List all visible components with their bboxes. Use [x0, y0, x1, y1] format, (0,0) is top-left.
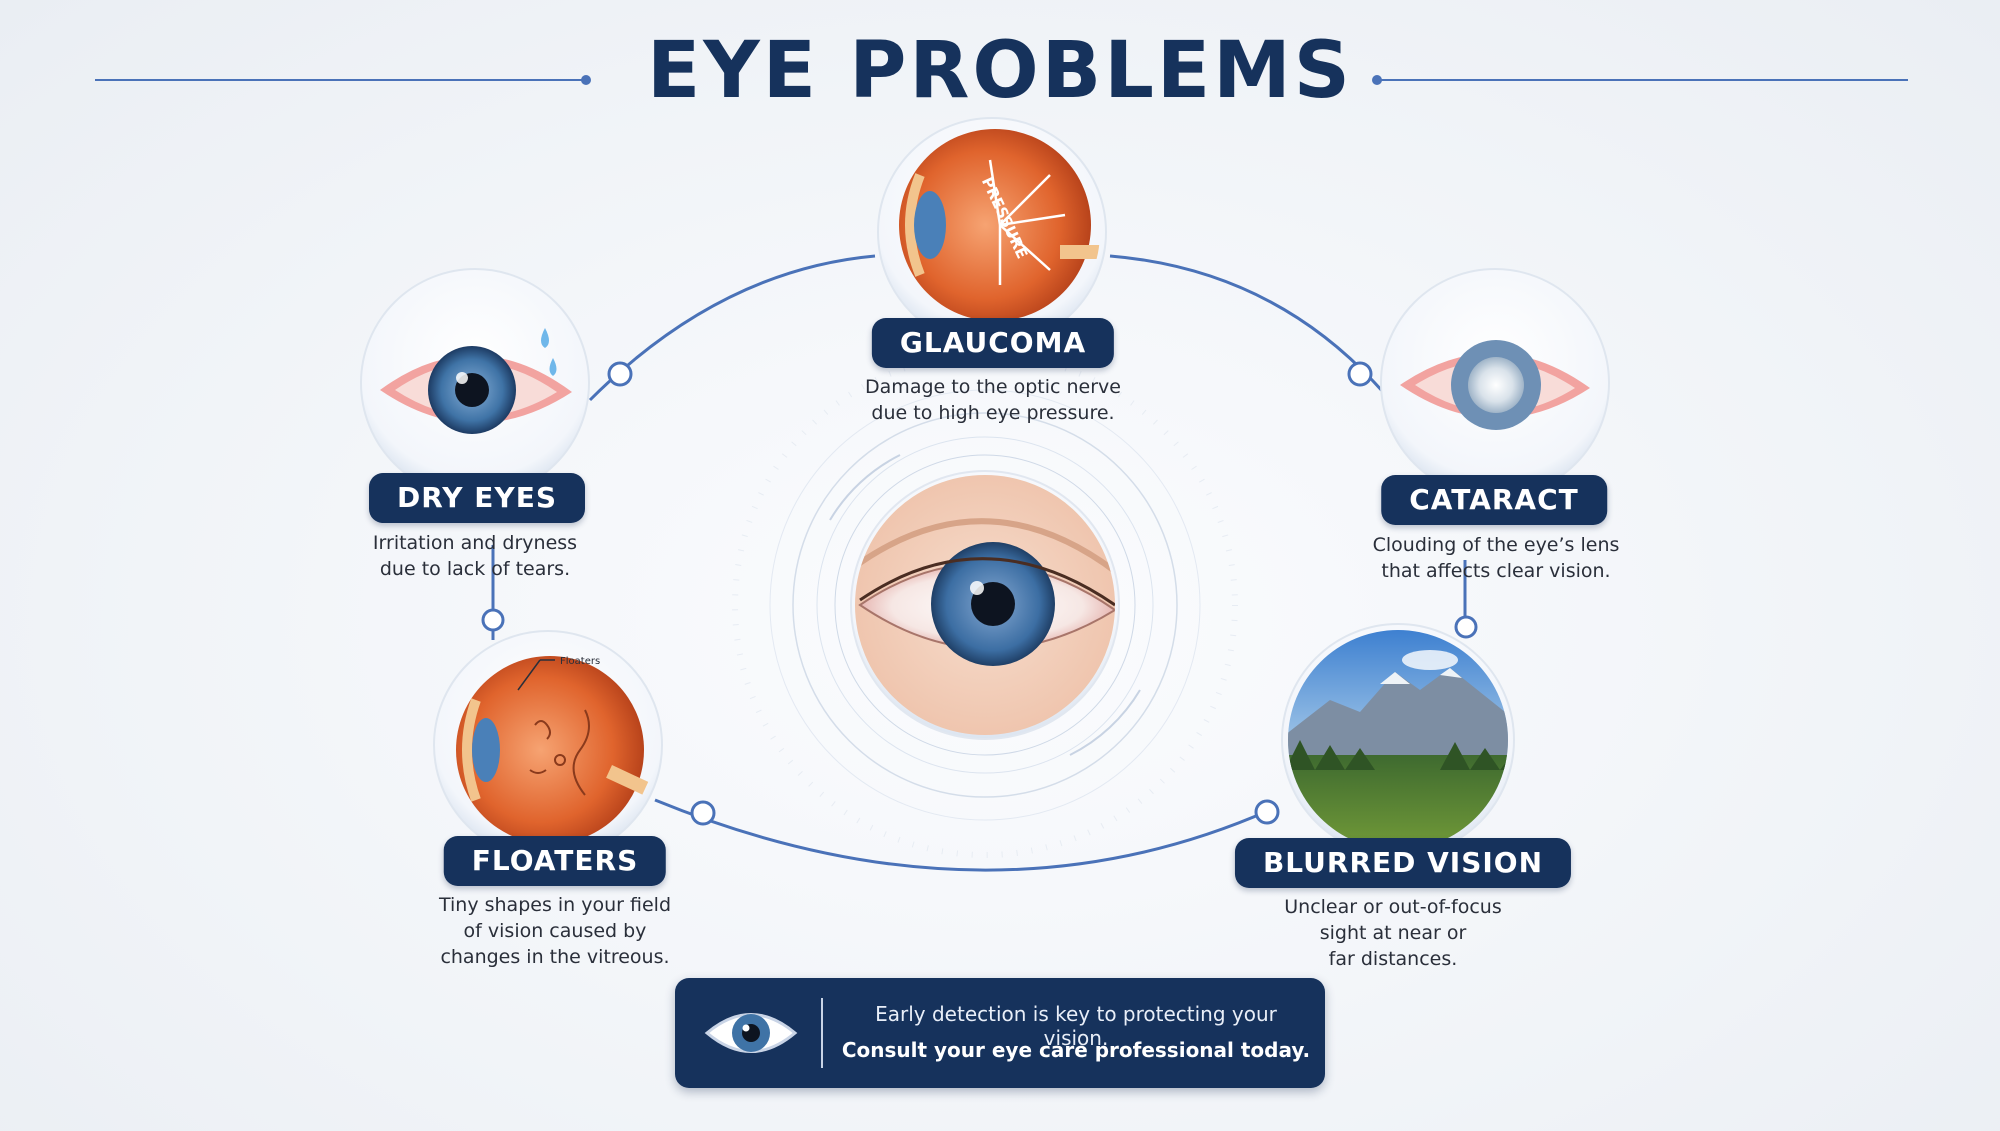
- cta-message: Early detection is key to protecting you…: [875, 1002, 1277, 1050]
- floaters-description-line: changes in the vitreous.: [440, 946, 670, 968]
- eye-icon: [704, 1013, 798, 1053]
- dry-eyes-description-line: Irritation and dryness: [372, 532, 578, 554]
- glaucoma-illustration: PRESSURE: [877, 117, 1107, 347]
- cataract-description: Clouding of the eye’s lens that affects …: [1336, 532, 1656, 584]
- blurred-vision-description-line: far distances.: [1328, 948, 1458, 970]
- floaters-illustration: Floaters: [433, 630, 663, 860]
- header-rules: [95, 75, 1908, 85]
- call-to-action-banner: Early detection is key to protecting you…: [675, 978, 1325, 1088]
- glaucoma-description-line: due to high eye pressure.: [871, 402, 1115, 424]
- floaters-description-line: Tiny shapes in your field: [438, 894, 672, 916]
- cta-call: Consult your eye care professional today…: [841, 1038, 1311, 1062]
- central-eye-illustration: [850, 470, 1120, 740]
- floaters-badge: FLOATERS: [443, 836, 667, 886]
- glaucoma-description-line: Damage to the optic nerve: [865, 376, 1121, 398]
- glaucoma-badge: GLAUCOMA: [871, 318, 1115, 368]
- cta-divider: [821, 998, 823, 1068]
- cataract-badge: CATARACT: [1381, 475, 1607, 525]
- cataract-description-line: that affects clear vision.: [1381, 560, 1611, 582]
- blurred-vision-description-line: Unclear or out-of-focus: [1284, 896, 1502, 918]
- dry-eyes-description: Irritation and dryness due to lack of te…: [315, 530, 635, 582]
- glaucoma-description: Damage to the optic nerve due to high ey…: [833, 374, 1153, 426]
- dry-eyes-illustration: [360, 268, 590, 498]
- dry-eyes-description-line: due to lack of tears.: [379, 558, 571, 580]
- page-title: EYE PROBLEMS: [647, 26, 1353, 116]
- blurred-vision-description: Unclear or out-of-focus sight at near or…: [1233, 894, 1553, 972]
- dry-eyes-badge: DRY EYES: [369, 473, 585, 523]
- floaters-illustration-label: Floaters: [560, 656, 600, 667]
- blurred-vision-description-line: sight at near or: [1319, 922, 1467, 944]
- floaters-description: Tiny shapes in your field of vision caus…: [395, 892, 715, 970]
- floaters-description-line: of vision caused by: [463, 920, 647, 942]
- center-rings: [732, 352, 1238, 858]
- connector-nodes: [481, 361, 1478, 826]
- blurred-vision-badge: BLURRED VISION: [1234, 838, 1572, 888]
- cataract-description-line: Clouding of the eye’s lens: [1372, 534, 1620, 556]
- cataract-illustration: [1380, 268, 1610, 498]
- blurred-vision-illustration: [1281, 623, 1515, 857]
